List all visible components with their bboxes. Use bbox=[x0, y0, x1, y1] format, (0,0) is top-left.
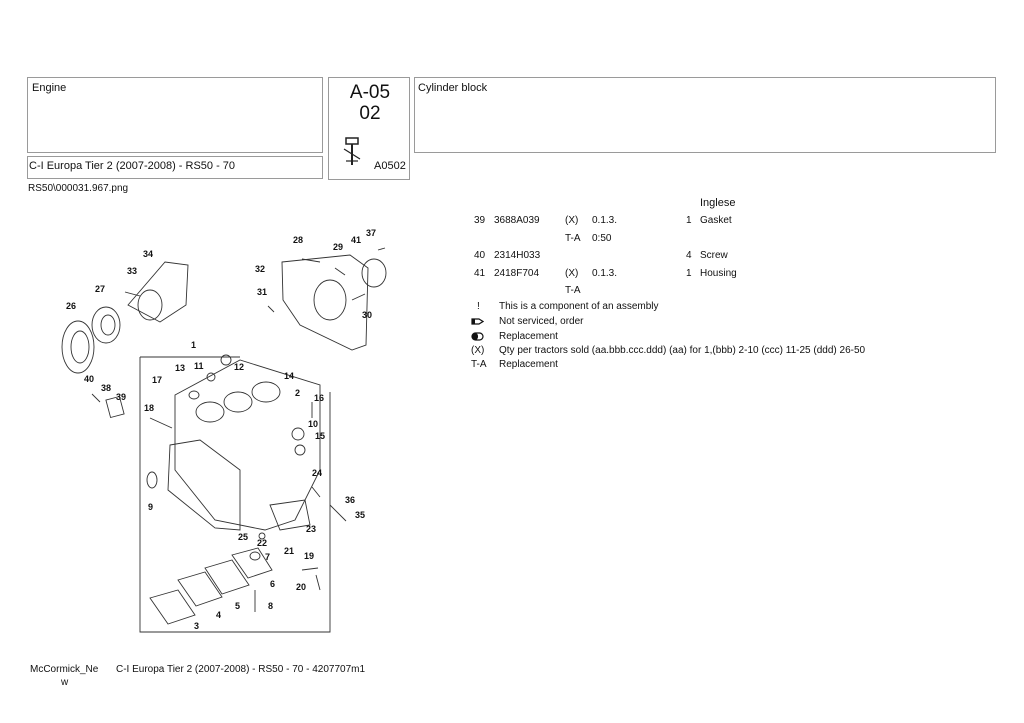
part-note: (X) bbox=[565, 215, 579, 226]
legend-text: Not serviced, order bbox=[499, 316, 584, 327]
legend-item: T-A Replacement bbox=[0, 359, 1024, 373]
callout-1: 1 bbox=[191, 340, 196, 350]
callout-29: 29 bbox=[333, 242, 343, 252]
group-title: Engine bbox=[32, 82, 67, 94]
section-ref: A0502 bbox=[374, 160, 406, 172]
part-qty: 1 bbox=[686, 268, 692, 279]
section-code: A-05 02 bbox=[329, 82, 411, 124]
callout-13: 13 bbox=[175, 363, 185, 373]
callout-23: 23 bbox=[306, 524, 316, 534]
part-description: Screw bbox=[700, 250, 728, 261]
callout-2: 2 bbox=[295, 388, 300, 398]
part-note: T-A bbox=[565, 285, 581, 296]
callout-11: 11 bbox=[194, 361, 204, 371]
callout-24: 24 bbox=[312, 468, 322, 478]
callout-33: 33 bbox=[127, 266, 137, 276]
callout-6: 6 bbox=[270, 579, 275, 589]
legend-symbol: (X) bbox=[471, 345, 485, 356]
callout-17: 17 bbox=[152, 375, 162, 385]
callout-37: 37 bbox=[366, 228, 376, 238]
model-line: C-I Europa Tier 2 (2007-2008) - RS50 - 7… bbox=[29, 160, 236, 172]
callout-30: 30 bbox=[362, 310, 372, 320]
part-ref: 41 bbox=[474, 268, 486, 279]
callout-9: 9 bbox=[148, 502, 153, 512]
legend-text: This is a component of an assembly bbox=[499, 301, 659, 312]
legend-item: Not serviced, order bbox=[0, 316, 1024, 330]
model-line-box: C-I Europa Tier 2 (2007-2008) - RS50 - 7… bbox=[27, 156, 323, 179]
callout-16: 16 bbox=[314, 393, 324, 403]
callout-40: 40 bbox=[84, 374, 94, 384]
part-qty: 4 bbox=[686, 250, 692, 261]
part-qty: 1 bbox=[686, 215, 692, 226]
callout-7: 7 bbox=[265, 552, 270, 562]
legend-item: (X) Qty per tractors sold (aa.bbb.ccc.dd… bbox=[0, 345, 1024, 359]
part-note: (X) bbox=[565, 268, 579, 279]
part-ref: 39 bbox=[474, 215, 486, 226]
callout-19: 19 bbox=[304, 551, 314, 561]
callout-14: 14 bbox=[284, 371, 294, 381]
callout-28: 28 bbox=[293, 235, 303, 245]
section-title: Cylinder block bbox=[418, 82, 488, 94]
callout-26: 26 bbox=[66, 301, 76, 311]
footer-brand-line2: w bbox=[61, 677, 69, 688]
part-serial: 0:50 bbox=[592, 233, 612, 244]
callout-3: 3 bbox=[194, 621, 199, 631]
part-number: 2314H033 bbox=[494, 250, 541, 261]
legend-item: Replacement bbox=[0, 331, 1024, 345]
part-number: 3688A039 bbox=[494, 215, 540, 226]
part-description: Gasket bbox=[700, 215, 732, 226]
legend-symbol: ! bbox=[477, 301, 480, 312]
language-label: Inglese bbox=[700, 197, 736, 209]
callout-20: 20 bbox=[296, 582, 306, 592]
table-row: T-A bbox=[0, 285, 1024, 299]
callout-36: 36 bbox=[345, 495, 355, 505]
table-row: 41 2418F704 (X) 0.1.3. 1 Housing bbox=[0, 268, 1024, 282]
legend-text: Replacement bbox=[499, 359, 558, 370]
callout-15: 15 bbox=[315, 431, 325, 441]
callout-31: 31 bbox=[257, 287, 267, 297]
legend-item: ! This is a component of an assembly bbox=[0, 301, 1024, 315]
part-serial: 0.1.3. bbox=[592, 268, 618, 279]
legend-text: Qty per tractors sold (aa.bbb.ccc.ddd) (… bbox=[499, 345, 866, 356]
callout-38: 38 bbox=[101, 383, 111, 393]
part-description: Housing bbox=[700, 268, 737, 279]
callout-34: 34 bbox=[143, 249, 153, 259]
callout-25: 25 bbox=[238, 532, 248, 542]
replacement-icon bbox=[471, 332, 484, 341]
callout-35: 35 bbox=[355, 510, 365, 520]
engine-block-icon bbox=[343, 137, 361, 165]
part-note: T-A bbox=[565, 233, 581, 244]
callout-labels: 1 2 3 4 5 6 7 8 9 10 11 12 13 14 15 16 1… bbox=[66, 228, 376, 631]
legend-text: Replacement bbox=[499, 331, 558, 342]
callout-12: 12 bbox=[234, 362, 244, 372]
callout-39: 39 bbox=[116, 392, 126, 402]
image-filename: RS50\000031.967.png bbox=[28, 183, 129, 194]
part-serial: 0.1.3. bbox=[592, 215, 618, 226]
pointing-hand-icon bbox=[471, 318, 484, 325]
footer-brand-line1: McCormick_Ne bbox=[30, 664, 99, 675]
section-title-box: Cylinder block bbox=[414, 77, 996, 153]
table-row: 40 2314H033 4 Screw bbox=[0, 250, 1024, 264]
callout-8: 8 bbox=[268, 601, 273, 611]
callout-41: 41 bbox=[351, 235, 361, 245]
table-row: T-A 0:50 bbox=[0, 233, 1024, 247]
callout-27: 27 bbox=[95, 284, 105, 294]
callout-21: 21 bbox=[284, 546, 294, 556]
callout-5: 5 bbox=[235, 601, 240, 611]
table-row: 39 3688A039 (X) 0.1.3. 1 Gasket bbox=[0, 215, 1024, 229]
legend-symbol: T-A bbox=[471, 359, 487, 370]
part-ref: 40 bbox=[474, 250, 486, 261]
callout-18: 18 bbox=[144, 403, 154, 413]
section-code-line2: 02 bbox=[359, 103, 381, 124]
group-title-box: Engine bbox=[27, 77, 323, 153]
callout-10: 10 bbox=[308, 419, 318, 429]
section-code-box: A-05 02 A0502 bbox=[328, 77, 410, 180]
footer-doc-line: C-I Europa Tier 2 (2007-2008) - RS50 - 7… bbox=[116, 664, 366, 675]
callout-22: 22 bbox=[257, 538, 267, 548]
callout-4: 4 bbox=[216, 610, 221, 620]
callout-32: 32 bbox=[255, 264, 265, 274]
section-code-line1: A-05 bbox=[349, 82, 391, 103]
part-number: 2418F704 bbox=[494, 268, 540, 279]
